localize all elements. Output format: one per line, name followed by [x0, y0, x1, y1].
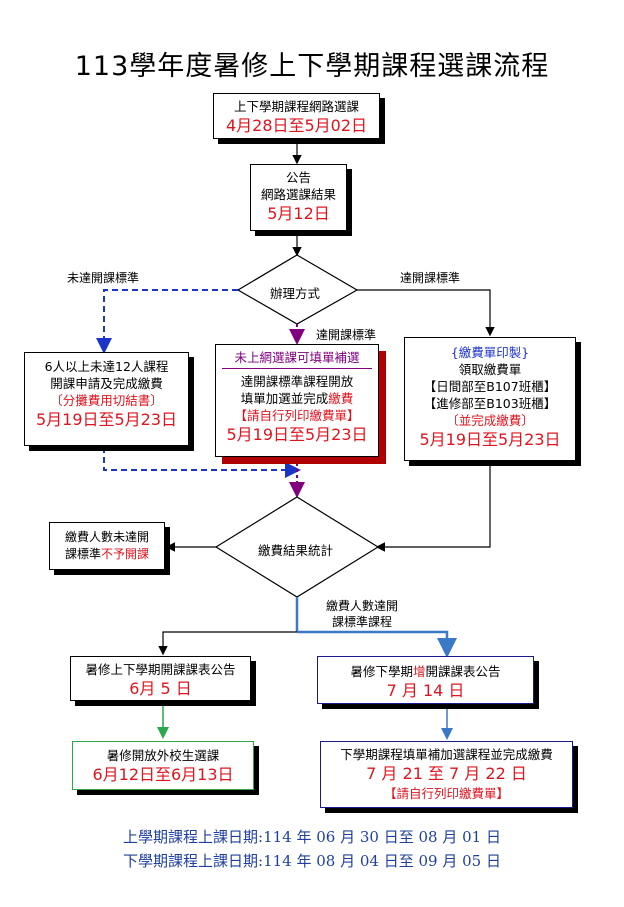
add-line1: 下學期課程填單補加選課程並完成繳費 — [340, 747, 553, 762]
box-upper-schedule: 暑修上下學期開課課表公告 6月 5 日 — [70, 656, 251, 701]
lower-line1c: 開課課表公告 — [425, 664, 501, 679]
upper-line1: 暑修上下學期開課課表公告 — [85, 662, 236, 677]
label-not-met: 未達開課標準 — [67, 271, 140, 285]
left-line2: 開課申請及完成繳費 — [50, 376, 163, 391]
upper-date: 6月 5 日 — [129, 679, 192, 698]
right-line4: 【進修部至B103班櫃】 — [423, 396, 557, 411]
arrow-left-to-stats — [103, 447, 301, 478]
announce-date: 5月12日 — [267, 204, 330, 223]
arrow-method-to-left — [96, 289, 238, 354]
lower-line1: 暑修下學期增開課課表公告 — [318, 663, 533, 680]
footer-lower-dates: 下學期課程上課日期:114 年 08 月 04 日至 09 月 05 日 — [123, 852, 501, 870]
arrow-stats-to-lower — [297, 630, 457, 658]
diamond-method-label: 辦理方式 — [270, 286, 321, 301]
center-line2: 填單加選並完成繳費 — [216, 390, 378, 407]
external-date: 6月12日至6月13日 — [92, 765, 234, 784]
page-title: 113學年度暑修上下學期課程選課流程 — [74, 51, 550, 82]
reject-line2b: 不予開課 — [101, 547, 150, 561]
right-line2: 領取繳費單 — [458, 362, 522, 377]
center-line2a: 填單加選並完成 — [240, 391, 329, 406]
lower-line1a: 暑修下學期 — [350, 664, 413, 679]
box-external-students: 暑修開放外校生選課 6月12日至6月13日 — [72, 741, 254, 790]
online-label: 上下學期課程網路選課 — [233, 99, 359, 114]
label-paid-met-line1: 繳費人數達開 — [326, 599, 399, 613]
box-not-opened: 繳費人數未達開 課標準不予開課 — [49, 522, 165, 570]
box-lower-add: 下學期課程填單補加選課程並完成繳費 7 月 21 至 7 月 22 日 【請自行… — [320, 741, 573, 808]
arrow-right-to-stats — [375, 462, 491, 552]
center-header: 未上網選課可填單補選 — [222, 349, 372, 369]
label-met-right: 達開課標準 — [400, 271, 461, 285]
center-line1: 達開課標準課程開放 — [240, 374, 354, 389]
online-date: 4月28日至5月02日 — [225, 116, 368, 135]
external-line1: 暑修開放外校生選課 — [106, 748, 220, 763]
add-note: 【請自行列印繳費單】 — [383, 786, 509, 801]
left-line3: 〔分攤費用切結書〕 — [50, 393, 163, 408]
label-paid-met-line2: 課標準課程 — [332, 615, 393, 629]
reject-line2a: 課標準 — [64, 547, 101, 561]
left-date: 5月19日至5月23日 — [35, 410, 178, 429]
box-payment-slip: {繳費單印製} 領取繳費單 【日間部至B107班櫃】 【進修部至B103班櫃】 … — [404, 337, 576, 461]
box-partial-courses: 6人以上未達12人課程 開課申請及完成繳費 〔分攤費用切結書〕 5月19日至5月… — [24, 352, 189, 446]
label-paid-met: 繳費人數達開 課標準課程 — [326, 598, 398, 630]
announce-line2: 網路選課結果 — [260, 187, 336, 202]
box-lower-schedule: 暑修下學期增開課課表公告 7 月 14 日 — [317, 656, 534, 704]
arrow-stats-to-upper — [158, 631, 297, 656]
add-date: 7 月 21 至 7 月 22 日 — [366, 764, 527, 783]
center-date: 5月19日至5月23日 — [226, 425, 368, 444]
box-manual-add: 未上網選課可填單補選 達開課標準課程開放 填單加選並完成繳費 【請自行列印繳費單… — [215, 344, 379, 457]
right-line5: 〔並完成繳費〕 — [446, 413, 534, 428]
left-line1: 6人以上未達12人課程 — [44, 359, 169, 374]
lower-line1b: 增 — [412, 664, 426, 679]
box-announce-results: 公告 網路選課結果 5月12日 — [250, 164, 347, 231]
right-line3: 【日間部至B107班櫃】 — [423, 379, 557, 394]
lower-date: 7 月 14 日 — [386, 681, 465, 700]
diamond-stats-label: 繳費結果統計 — [258, 543, 334, 558]
announce-line1: 公告 — [285, 170, 311, 185]
footer-upper-dates: 上學期課程上課日期:114 年 06 月 30 日至 08 月 01 日 — [123, 828, 501, 846]
arrow-method-to-right — [357, 289, 495, 337]
label-met-center: 達開課標準 — [316, 328, 377, 342]
right-date: 5月19日至5月23日 — [419, 430, 561, 449]
box-online-registration: 上下學期課程網路選課 4月28日至5月02日 — [213, 93, 380, 139]
center-line2b: 繳費 — [328, 391, 354, 406]
reject-line2: 課標準不予開課 — [50, 546, 164, 563]
reject-line1: 繳費人數未達開 — [64, 530, 149, 544]
right-line1: {繳費單印製} — [450, 345, 530, 360]
center-line3: 【請自行列印繳費單】 — [234, 408, 360, 423]
